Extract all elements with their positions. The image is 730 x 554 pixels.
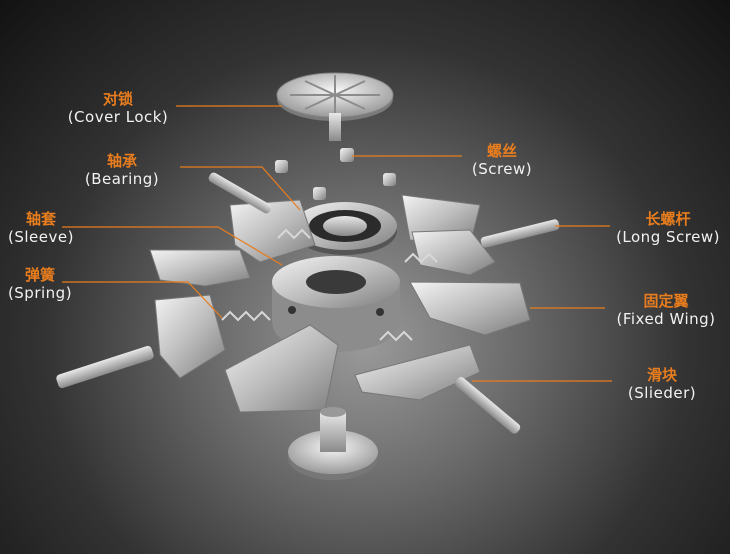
screw-part bbox=[275, 148, 396, 200]
label-slider-en: (Slieder) bbox=[627, 384, 697, 402]
label-long-screw: 长螺杆 (Long Screw) bbox=[610, 210, 726, 246]
label-fixed-wing: 固定翼 (Fixed Wing) bbox=[604, 292, 728, 328]
label-spring-zh: 弹簧 bbox=[24, 266, 55, 284]
label-slider-zh: 滑块 bbox=[646, 366, 677, 384]
label-screw-zh: 螺丝 bbox=[486, 142, 517, 160]
label-sleeve-en: (Sleeve) bbox=[8, 228, 74, 246]
label-long-screw-zh: 长螺杆 bbox=[645, 210, 691, 228]
label-cover-lock-en: (Cover Lock) bbox=[67, 108, 169, 126]
label-fixed-wing-en: (Fixed Wing) bbox=[616, 310, 716, 328]
label-cover-lock-zh: 对锁 bbox=[102, 90, 133, 108]
label-cover-lock: 对锁 (Cover Lock) bbox=[62, 90, 174, 126]
bearing-part bbox=[293, 202, 397, 255]
slider-part bbox=[224, 229, 496, 413]
label-bearing: 轴承 (Bearing) bbox=[72, 152, 172, 188]
label-sleeve: 轴套 (Sleeve) bbox=[0, 210, 82, 246]
label-spring: 弹簧 (Spring) bbox=[0, 266, 80, 302]
spring-part bbox=[221, 228, 438, 342]
base-disc-part bbox=[288, 407, 378, 480]
fixed-wing-part bbox=[149, 194, 531, 379]
label-long-screw-en: (Long Screw) bbox=[616, 228, 720, 246]
label-bearing-en: (Bearing) bbox=[84, 170, 160, 188]
label-fixed-wing-zh: 固定翼 bbox=[643, 292, 689, 310]
leader-lines bbox=[62, 105, 612, 382]
label-sleeve-zh: 轴套 bbox=[25, 210, 56, 228]
label-bearing-zh: 轴承 bbox=[106, 152, 137, 170]
label-slider: 滑块 (Slieder) bbox=[612, 366, 712, 402]
long-screw-part bbox=[56, 172, 560, 434]
label-screw-en: (Screw) bbox=[471, 160, 533, 178]
cover-lock-part bbox=[276, 72, 394, 141]
label-spring-en: (Spring) bbox=[7, 284, 73, 302]
label-screw: 螺丝 (Screw) bbox=[462, 142, 542, 178]
